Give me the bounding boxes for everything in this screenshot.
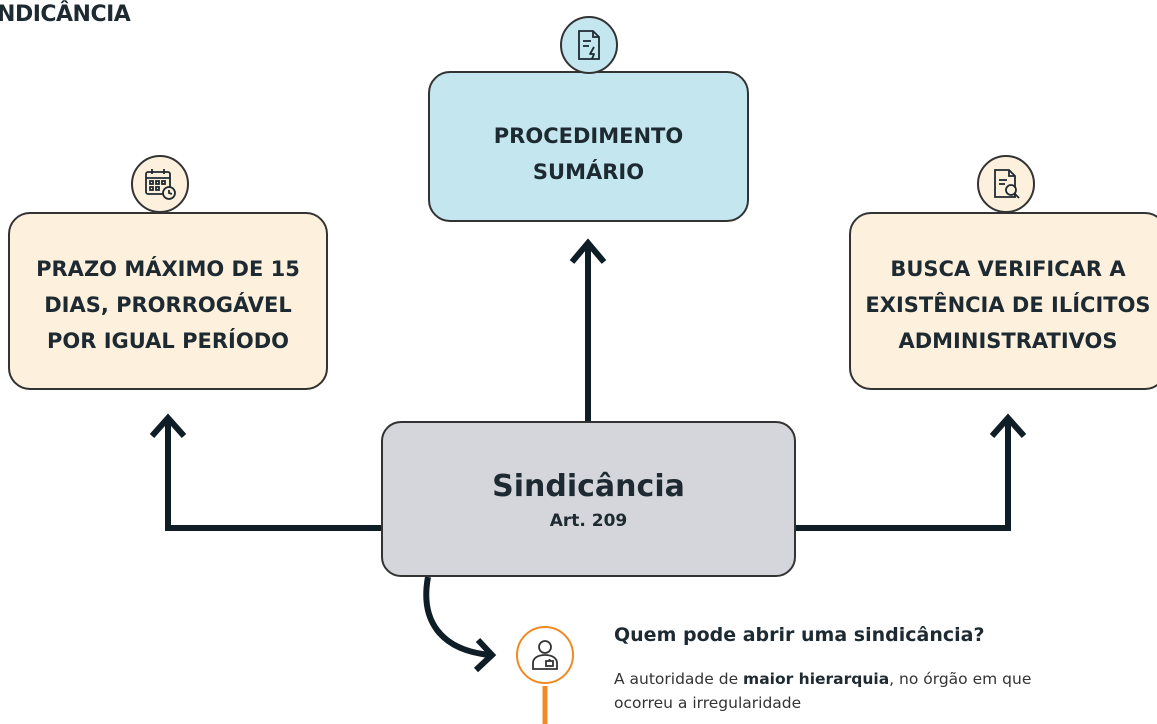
center-title: Sindicância [492,469,685,504]
calendar-clock-icon [131,155,189,213]
connector-right [796,420,1011,531]
arrowhead-curve [473,637,497,673]
center-sindicancia-box: Sindicância Art. 209 [381,421,796,577]
arrowhead-right [989,413,1027,438]
callout-question: Quem pode abrir uma sindicância? [614,624,985,646]
card-right-text: BUSCA VERIFICAR A EXISTÊNCIA DE ILÍCITOS… [865,257,1151,353]
card-busca-verificar: BUSCA VERIFICAR A EXISTÊNCIA DE ILÍCITOS… [849,212,1157,390]
card-left-text: PRAZO MÁXIMO DE 15 DIAS, PRORROGÁVEL POR… [36,257,300,353]
arrowhead-left [149,413,187,438]
document-lightning-icon [560,16,618,74]
arrowhead-top [569,238,607,264]
page-title: SINDICÂNCIA [0,2,131,27]
card-top-text: PROCEDIMENTO SUMÁRIO [493,123,684,184]
card-procedimento-sumario: PROCEDIMENTO SUMÁRIO [428,71,749,222]
center-subtitle: Art. 209 [549,511,628,531]
callout-answer-bold: maior hierarquia [743,670,890,688]
connector-left [165,420,381,531]
callout-answer: A autoridade de maior hierarquia, no órg… [614,670,1032,712]
card-prazo-maximo: PRAZO MÁXIMO DE 15 DIAS, PRORROGÁVEL POR… [8,212,328,390]
official-person-icon [516,626,574,684]
connector-curve [423,576,491,658]
document-search-icon [977,155,1035,213]
